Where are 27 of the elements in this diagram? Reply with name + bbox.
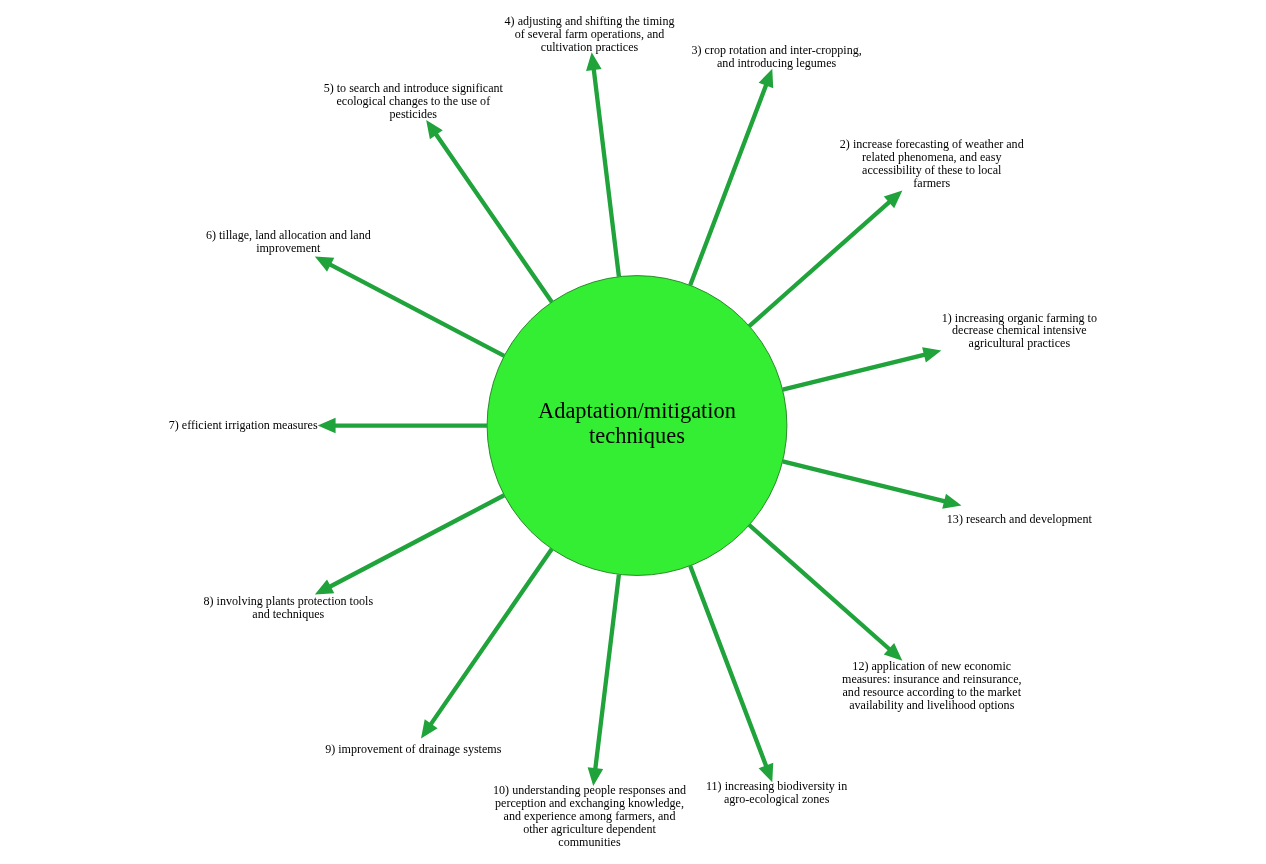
- node-text: 7) efficient irrigation measures: [168, 417, 318, 432]
- arrow: [314, 493, 506, 595]
- arrow: [421, 547, 554, 739]
- node-text: 10) understanding people responses and perception and exchanging knowledge, and experience among farmers, and other agriculture dependent communities: [493, 782, 687, 849]
- arrow: [747, 523, 903, 661]
- arrow: [782, 459, 962, 509]
- node-text: 3) crop rotation and inter-cropping, and introducing legumes: [691, 43, 862, 70]
- arrow: [747, 190, 903, 328]
- node-circle: Adaptation/mitigation techniques: [486, 275, 788, 576]
- arrow: [688, 68, 774, 287]
- arrow: [782, 347, 942, 392]
- node-text: 11) increasing biodiversity in agro-ecological zones: [706, 779, 848, 807]
- node-text: 9) improvement of drainage systems: [325, 741, 502, 756]
- node-text: 4) adjusting and shifting the timing of several farm operations, and cultivation practices: [504, 13, 675, 54]
- node-text: 1) increasing organic farming to decrease chemical intensive agricultural practices: [941, 310, 1097, 351]
- node-text: 5) to search and introduce significant ecological changes to the use of pesticides: [323, 80, 503, 121]
- arrow: [688, 565, 774, 783]
- node-text: 2) increase forecasting of weather and related phenomena, and easy accessibility of these to local farmers: [839, 137, 1024, 190]
- arrow: [587, 574, 622, 786]
- arrow: [317, 417, 487, 434]
- node-text: 12) application of new economic measures: insurance and reinsurance, and resource according to the market availability and livelihood options: [842, 659, 1022, 713]
- node-text: 8) involving plants protection tools and techniques: [203, 594, 374, 622]
- arrow: [426, 120, 554, 304]
- node-text: 13) research and development: [946, 511, 1092, 526]
- arrow: [314, 256, 506, 358]
- node-text: 6) tillage, land allocation and land improvement: [205, 228, 371, 256]
- arrow: [586, 52, 622, 277]
